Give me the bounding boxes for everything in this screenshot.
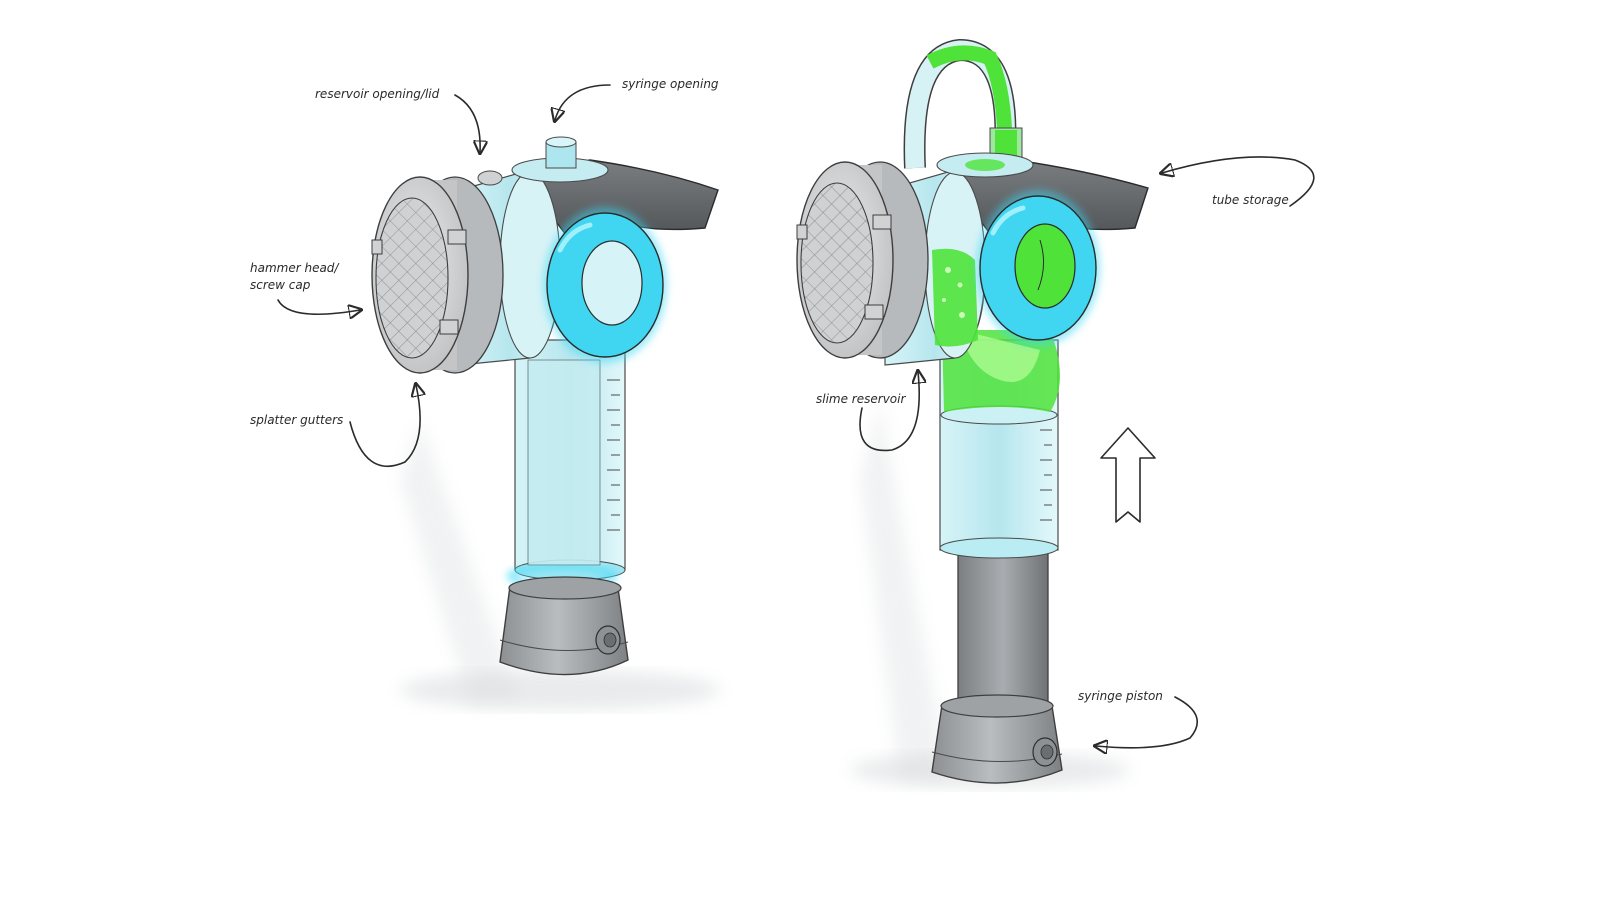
label-hammer-head-2: screw cap bbox=[250, 278, 311, 292]
left-syringe-barrel bbox=[507, 339, 626, 588]
left-syringe-opening bbox=[511, 136, 609, 183]
left-device bbox=[371, 136, 720, 710]
right-slime-tube bbox=[903, 38, 1023, 169]
annotations: reservoir opening/lid syringe opening ha… bbox=[250, 77, 1315, 748]
arrow-reservoir-opening bbox=[454, 94, 480, 152]
arrow-splatter-gutters bbox=[349, 385, 420, 467]
label-tube-storage: tube storage bbox=[1212, 193, 1289, 207]
label-slime-reservoir: slime reservoir bbox=[816, 392, 906, 406]
arrow-hammer-head bbox=[277, 299, 360, 314]
left-hammer-head bbox=[371, 176, 504, 374]
label-syringe-opening: syringe opening bbox=[622, 77, 719, 91]
right-device bbox=[796, 38, 1156, 788]
label-reservoir-opening: reservoir opening/lid bbox=[315, 87, 440, 101]
up-arrow-icon bbox=[1100, 427, 1156, 523]
label-splatter-gutters: splatter gutters bbox=[250, 413, 343, 427]
left-barrel-scale bbox=[607, 379, 620, 531]
left-device-shadow bbox=[400, 670, 720, 710]
right-hammer-head bbox=[796, 161, 929, 359]
right-device-shadow-body bbox=[860, 400, 950, 780]
arrow-slime-reservoir bbox=[859, 372, 919, 452]
arrow-syringe-opening bbox=[555, 84, 611, 120]
right-barrel-scale bbox=[1040, 429, 1052, 521]
right-cyan-ring bbox=[976, 190, 1100, 346]
left-handle-base bbox=[499, 576, 629, 676]
left-reservoir-lid bbox=[477, 170, 503, 186]
arrow-syringe-piston bbox=[1096, 696, 1199, 748]
left-device-shadow-body bbox=[400, 420, 520, 705]
arrow-tube-storage bbox=[1162, 156, 1315, 207]
label-syringe-piston: syringe piston bbox=[1078, 689, 1163, 703]
left-cyan-ring bbox=[543, 207, 667, 363]
label-hammer-head-1: hammer head/ bbox=[250, 261, 340, 275]
right-piston-rod bbox=[957, 539, 1049, 711]
right-handle-base bbox=[931, 694, 1063, 784]
